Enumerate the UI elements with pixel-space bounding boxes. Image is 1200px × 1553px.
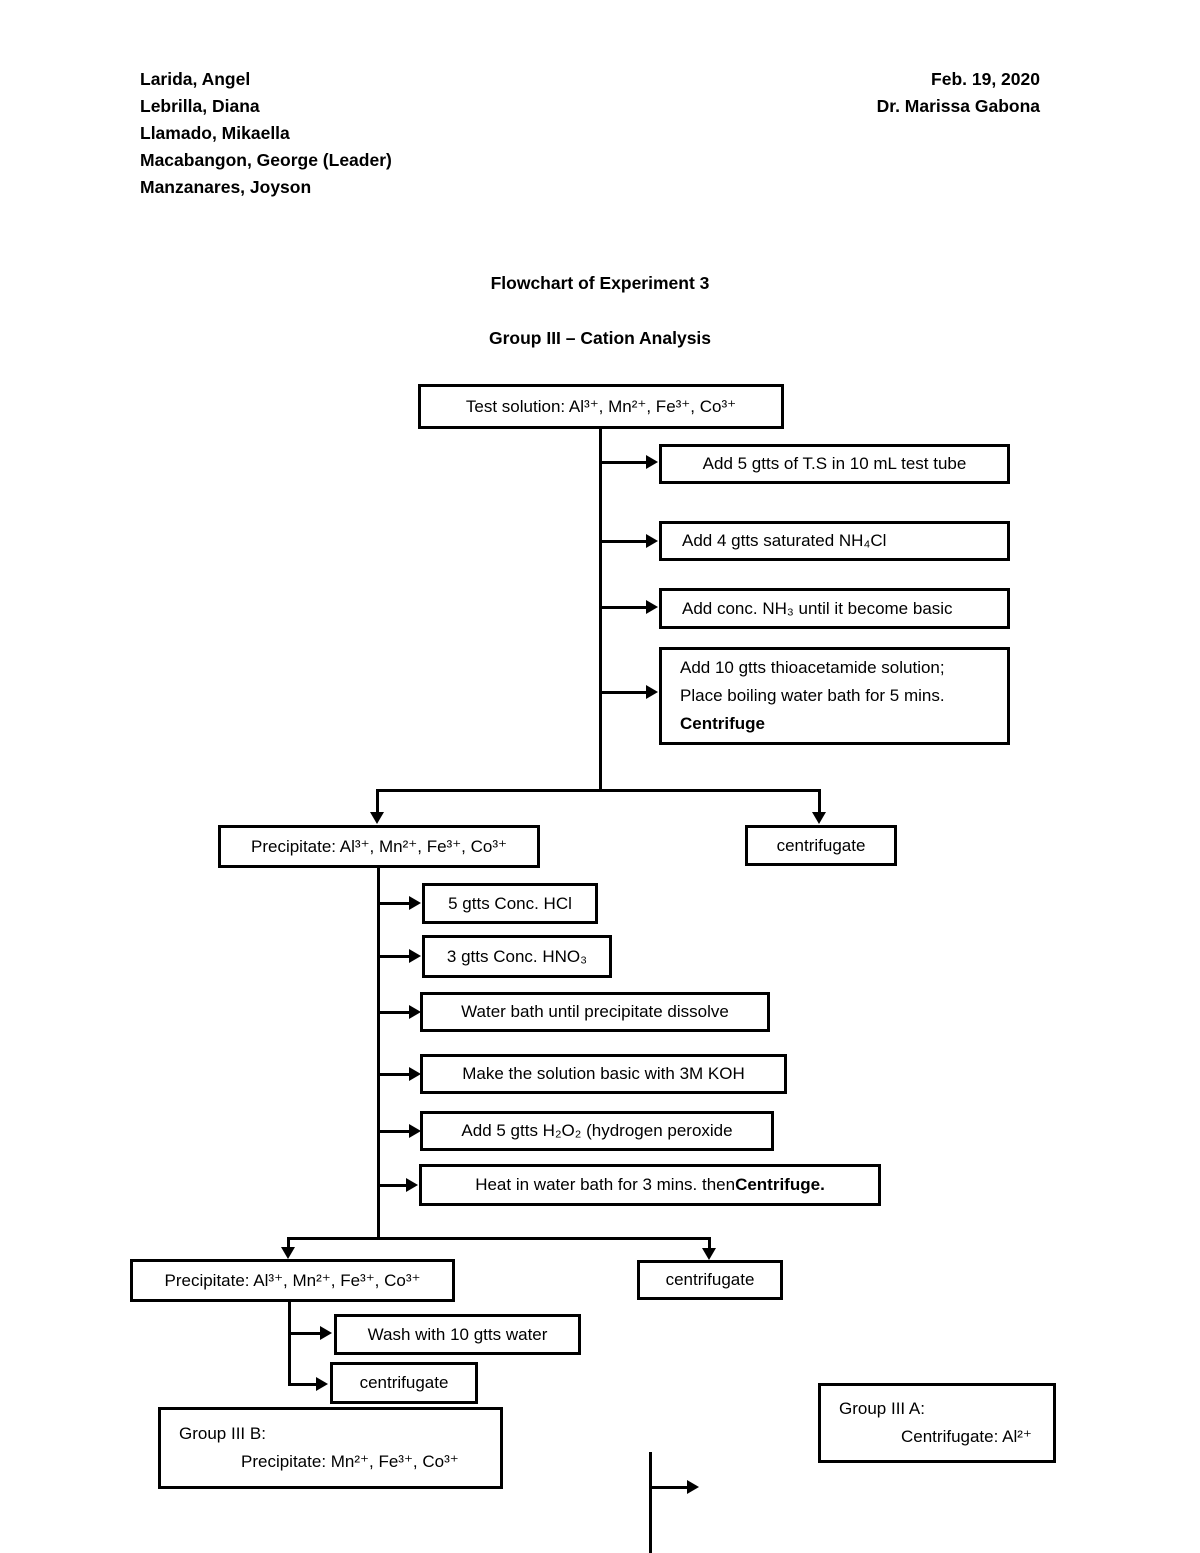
step-label-bold: Centrifuge [680, 714, 765, 733]
centrifugate3-box: centrifugate [330, 1362, 478, 1404]
step-label: Water bath until precipitate dissolve [461, 1002, 729, 1021]
arrow-right-icon [646, 455, 658, 469]
page-subtitle: Group III – Cation Analysis [488, 328, 712, 348]
arrow-right-icon [687, 1480, 699, 1494]
arrow-right-icon [646, 685, 658, 699]
step-label: Make the solution basic with 3M KOH [462, 1064, 745, 1083]
step-hcl-box: 5 gtts Conc. HCl [422, 883, 598, 924]
connector-line [708, 1237, 711, 1248]
connector-line [378, 1011, 410, 1014]
connector-line [376, 789, 379, 812]
connector-line [600, 606, 646, 609]
step-thioacetamide-box: Add 10 gtts thioacetamide solution; Plac… [659, 647, 1010, 745]
step-label-bold: Centrifuge. [735, 1175, 825, 1194]
connector-line [649, 1452, 652, 1553]
group-iiib-result: Precipitate: Mn²⁺, Fe³⁺, Co³⁺ [241, 1452, 459, 1471]
instructor-text: Dr. Marissa Gabona [876, 96, 1040, 116]
step-waterbath-box: Water bath until precipitate dissolve [420, 992, 770, 1032]
test-solution-box: Test solution: Al³⁺, Mn²⁺, Fe³⁺, Co³⁺ [418, 384, 784, 429]
group-iiib-box: Group III B: Precipitate: Mn²⁺, Fe³⁺, Co… [158, 1407, 503, 1489]
connector-line [287, 1237, 290, 1248]
step-label: Place boiling water bath for 5 mins. [680, 686, 945, 705]
step-heat-box: Heat in water bath for 3 mins. then Cent… [419, 1164, 881, 1206]
step-h2o2-box: Add 5 gtts H₂O₂ (hydrogen peroxide [420, 1111, 774, 1151]
step-wash-box: Wash with 10 gtts water [334, 1314, 581, 1355]
step-add-ts-box: Add 5 gtts of T.S in 10 mL test tube [659, 444, 1010, 484]
student-name: Macabangon, George (Leader) [140, 150, 392, 170]
step-nh3-box: Add conc. NH₃ until it become basic [659, 588, 1010, 629]
arrow-right-icon [406, 1178, 418, 1192]
arrow-right-icon [409, 949, 421, 963]
arrow-down-icon [281, 1247, 295, 1259]
centrifugate2-label: centrifugate [665, 1270, 755, 1289]
connector-line [377, 868, 380, 1239]
group-iiia-title: Group III A: [839, 1399, 925, 1418]
connector-line [600, 540, 646, 543]
arrow-right-icon [320, 1326, 332, 1340]
connector-line [378, 955, 410, 958]
centrifugate3-label: centrifugate [359, 1373, 449, 1392]
connector-line [378, 902, 410, 905]
precipitate2-label: Precipitate: Al³⁺, Mn²⁺, Fe³⁺, Co³⁺ [164, 1270, 421, 1290]
centrifugate1-label: centrifugate [776, 835, 866, 855]
connector-line [289, 1332, 321, 1335]
arrow-down-icon [812, 812, 826, 824]
centrifugate1-box: centrifugate [745, 825, 897, 866]
arrow-right-icon [316, 1377, 328, 1391]
student-name-list: Larida, Angel Lebrilla, Diana Llamado, M… [140, 66, 392, 201]
step-nh4cl-box: Add 4 gtts saturated NH₄Cl [659, 521, 1010, 561]
arrow-right-icon [409, 896, 421, 910]
header-right: Feb. 19, 2020 Dr. Marissa Gabona [740, 66, 1040, 120]
step-label: Add 5 gtts H₂O₂ (hydrogen peroxide [461, 1121, 733, 1140]
student-name: Llamado, Mikaella [140, 123, 290, 143]
connector-line [377, 789, 821, 792]
arrow-right-icon [646, 600, 658, 614]
connector-line [650, 1486, 688, 1489]
arrow-right-icon [646, 534, 658, 548]
step-label: Add 4 gtts saturated NH₄Cl [682, 531, 887, 550]
step-label: Add conc. NH₃ until it become basic [682, 598, 953, 618]
group-iiia-box: Group III A: Centrifugate: Al²⁺ [818, 1383, 1056, 1463]
arrow-right-icon [409, 1067, 421, 1081]
step-label: Wash with 10 gtts water [367, 1324, 548, 1344]
test-solution-label: Test solution: Al³⁺, Mn²⁺, Fe³⁺, Co³⁺ [465, 396, 737, 416]
connector-line [378, 1184, 406, 1187]
arrow-right-icon [409, 1005, 421, 1019]
connector-line [378, 1130, 410, 1133]
step-label: 5 gtts Conc. HCl [448, 893, 572, 913]
connector-line [378, 1073, 410, 1076]
arrow-down-icon [702, 1248, 716, 1260]
connector-line [599, 429, 602, 791]
step-label: Add 10 gtts thioacetamide solution; [680, 658, 945, 677]
connector-line [600, 461, 646, 464]
step-label: Heat in water bath for 3 mins. then [475, 1175, 736, 1194]
step-label: Add 5 gtts of T.S in 10 mL test tube [702, 454, 967, 473]
step-koh-box: Make the solution basic with 3M KOH [420, 1054, 787, 1094]
group-iiib-title: Group III B: [179, 1424, 266, 1443]
centrifugate2-box: centrifugate [637, 1260, 783, 1300]
connector-line [288, 1237, 711, 1240]
student-name: Manzanares, Joyson [140, 177, 312, 197]
page-title: Flowchart of Experiment 3 [490, 273, 710, 293]
step-hno3-box: 3 gtts Conc. HNO₃ [422, 935, 612, 978]
connector-line [288, 1302, 291, 1386]
precipitate2-box: Precipitate: Al³⁺, Mn²⁺, Fe³⁺, Co³⁺ [130, 1259, 455, 1302]
group-iiia-result: Centrifugate: Al²⁺ [901, 1427, 1032, 1446]
date-text: Feb. 19, 2020 [931, 69, 1040, 89]
arrow-down-icon [370, 812, 384, 824]
connector-line [289, 1383, 317, 1386]
precipitate1-box: Precipitate: Al³⁺, Mn²⁺, Fe³⁺, Co³⁺ [218, 825, 540, 868]
student-name: Larida, Angel [140, 69, 251, 89]
precipitate1-label: Precipitate: Al³⁺, Mn²⁺, Fe³⁺, Co³⁺ [250, 836, 507, 856]
arrow-right-icon [409, 1124, 421, 1138]
connector-line [818, 789, 821, 812]
step-label: 3 gtts Conc. HNO₃ [446, 946, 588, 966]
student-name: Lebrilla, Diana [140, 96, 260, 116]
connector-line [600, 691, 646, 694]
